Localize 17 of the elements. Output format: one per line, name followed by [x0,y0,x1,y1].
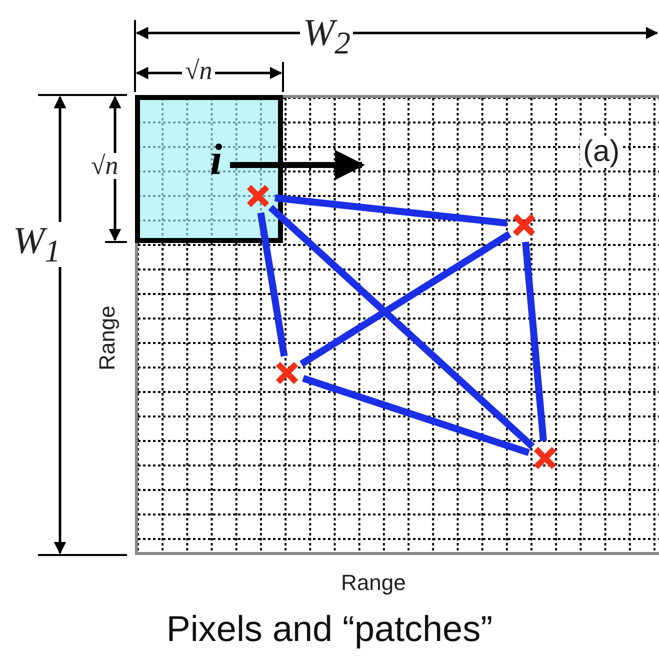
axis-label: (a) [580,137,623,167]
caption: Pixels and “patches” [165,608,494,650]
cross-mark [532,445,558,471]
connector-line [300,231,512,367]
connector-line [274,194,508,227]
grid-panel [135,95,659,555]
axis-label: Range [96,304,118,372]
cross-mark [274,360,300,386]
cross-mark [245,183,271,209]
connector-line [302,375,530,456]
index-label: i [210,138,222,182]
cross-mark [511,212,537,238]
connector-line [257,212,288,357]
connector-line [522,242,547,442]
connector-line [268,204,535,450]
patch-box [135,95,283,243]
axis-label: Range [340,572,407,594]
